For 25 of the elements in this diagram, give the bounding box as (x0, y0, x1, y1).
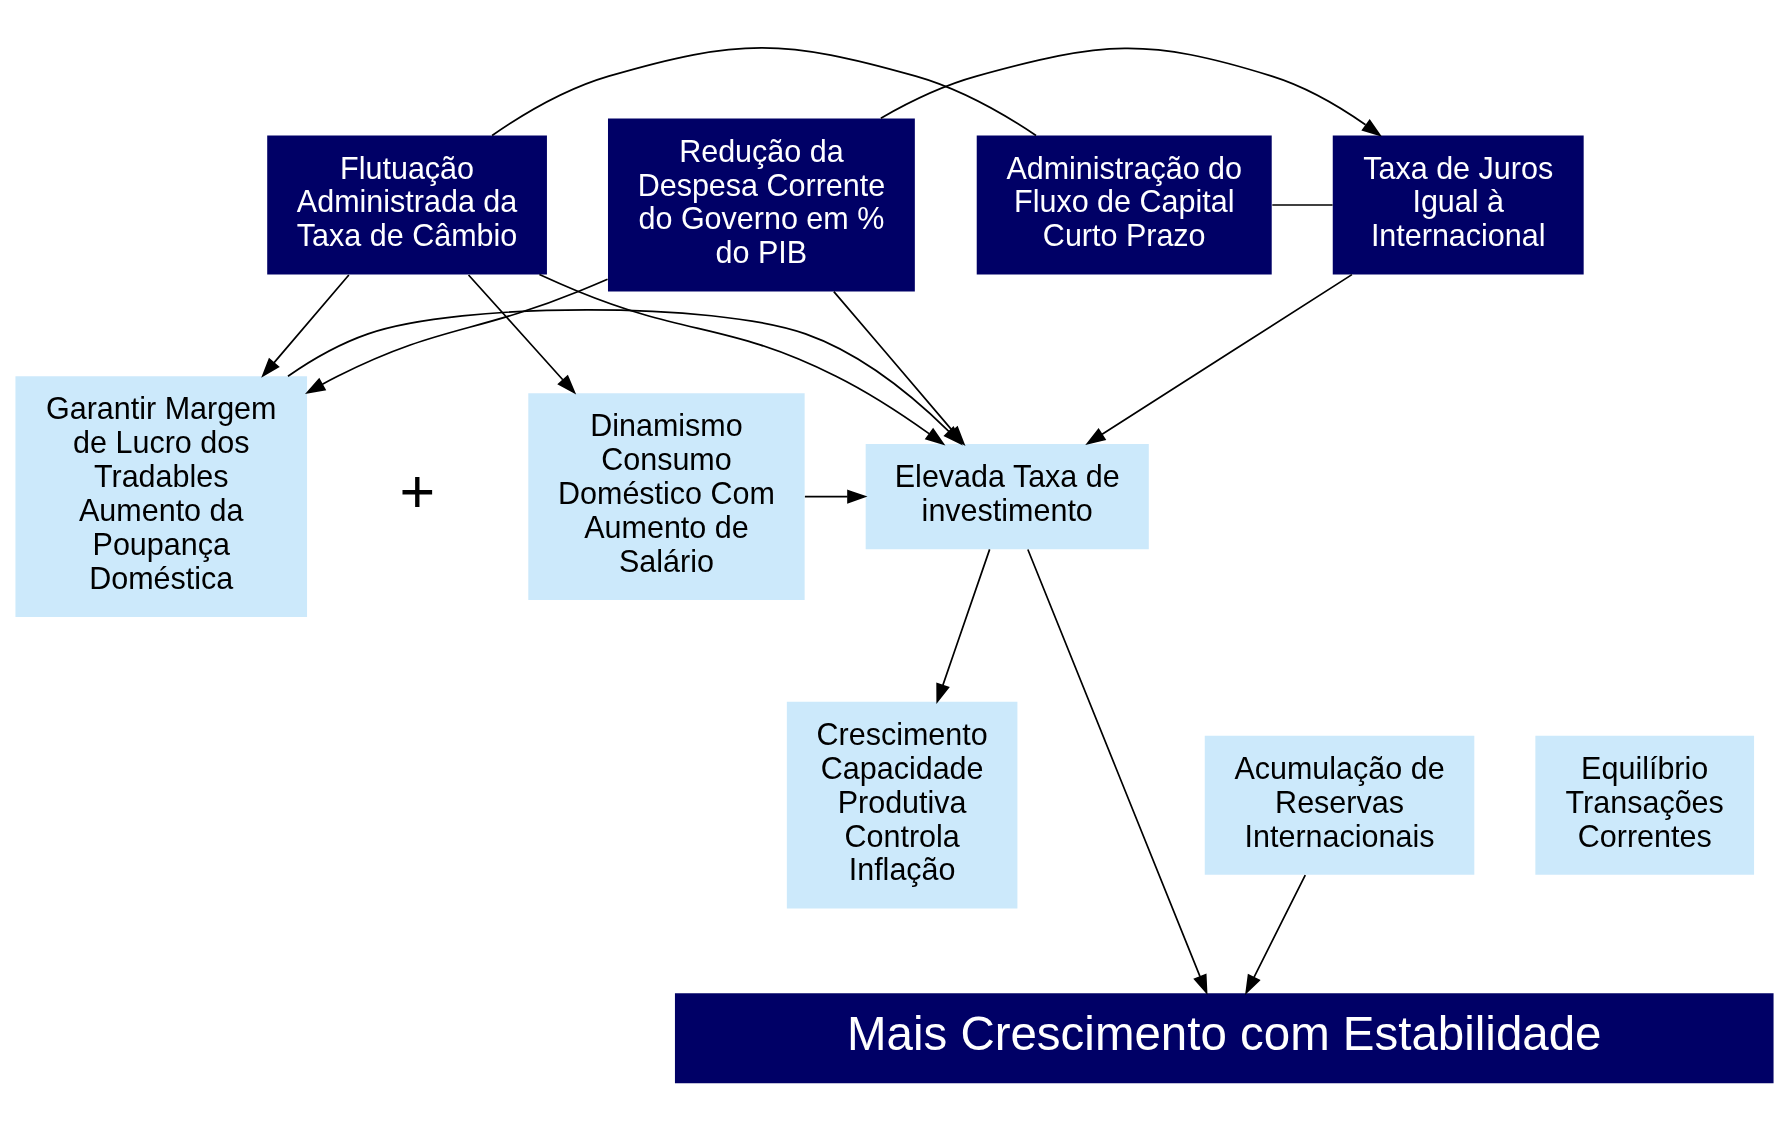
connector (491, 47, 1037, 137)
arrow (467, 274, 577, 395)
node-box: Crescimento Capacidade Produtiva Controla Inflação (786, 701, 1018, 909)
label: + (399, 456, 436, 525)
node-box: Elevada Taxa de investimento (865, 444, 1149, 550)
arrow (880, 47, 1382, 137)
arrow (261, 274, 350, 378)
node-box: Redução da Despesa Corrente do Governo em % do PIB (608, 118, 915, 292)
node-box: Mais Crescimento com Estabilidade (674, 993, 1774, 1084)
connector (1271, 204, 1334, 206)
arrow (305, 278, 609, 394)
node-box: Administração do Fluxo de Capital Curto Prazo (976, 135, 1272, 275)
node-box: Acumulação de Reservas Internacionais (1204, 735, 1475, 875)
node-box: Flutuação Administrada da Taxa de Câmbio (267, 135, 547, 275)
arrow (287, 308, 963, 446)
arrow (538, 273, 946, 446)
arrow (1085, 273, 1353, 446)
node-box: Taxa de Juros Igual à Internacional (1332, 135, 1584, 275)
arrow (1245, 874, 1307, 996)
node-box: Equilíbrio Transações Correntes (1535, 735, 1755, 875)
node-box: Dinamismo Consumo Doméstico Com Aumento de Salário (528, 393, 805, 601)
arrow (804, 489, 868, 504)
arrow (936, 548, 991, 704)
node-box: Garantir Margem de Lucro dos Tradables Aumento da Poupança Doméstica (15, 376, 308, 617)
arrow (1027, 548, 1208, 996)
